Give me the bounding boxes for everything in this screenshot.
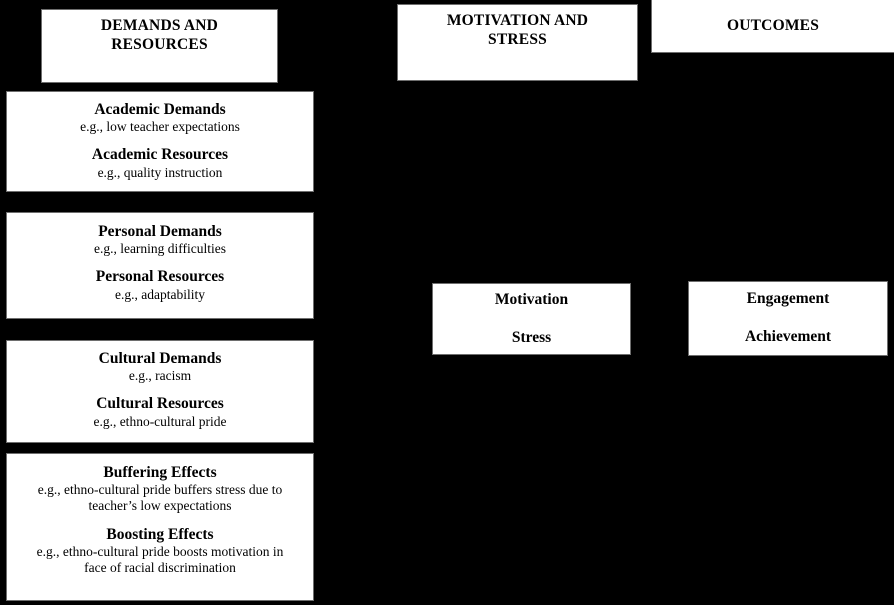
stress-label: Stress (511, 328, 552, 346)
group-academic-resources: Academic Resources e.g., quality instruc… (7, 146, 313, 180)
box-buffering-boosting-effects: Buffering Effects e.g., ethno-cultural p… (6, 453, 314, 601)
column-header-motivation-line-1: MOTIVATION AND (446, 12, 589, 29)
group-academic-demands: Academic Demands e.g., low teacher expec… (7, 101, 313, 135)
personal-demands-heading: Personal Demands (98, 223, 222, 240)
column-header-demands-and-resources: DEMANDS AND RESOURCES (41, 9, 278, 83)
personal-demands-example: e.g., learning difficulties (93, 241, 227, 257)
boosting-effects-example-line-1: e.g., ethno-cultural pride boosts motiva… (36, 543, 284, 559)
box-cultural-demands-resources: Cultural Demands e.g., racism Cultural R… (6, 340, 314, 443)
buffering-effects-example-line-1: e.g., ethno-cultural pride buffers stres… (37, 482, 283, 498)
cultural-resources-heading: Cultural Resources (96, 395, 224, 413)
group-buffering-effects: Buffering Effects e.g., ethno-cultural p… (7, 464, 313, 515)
column-header-outcomes: OUTCOMES (651, 0, 894, 53)
achievement-label: Achievement (744, 328, 832, 345)
group-cultural-resources: Cultural Resources e.g., ethno-cultural … (7, 395, 313, 429)
motivation-label: Motivation (494, 290, 569, 308)
group-cultural-demands: Cultural Demands e.g., racism (7, 350, 313, 384)
box-academic-demands-resources: Academic Demands e.g., low teacher expec… (6, 91, 314, 192)
column-header-motivation-line-2: STRESS (488, 30, 547, 48)
academic-demands-heading: Academic Demands (94, 101, 226, 118)
buffering-effects-example-line-2: teacher’s low expectations (88, 498, 232, 514)
group-boosting-effects: Boosting Effects e.g., ethno-cultural pr… (7, 526, 313, 577)
box-personal-demands-resources: Personal Demands e.g., learning difficul… (6, 212, 314, 319)
group-personal-resources: Personal Resources e.g., adaptability (7, 268, 313, 302)
buffering-effects-heading: Buffering Effects (103, 464, 217, 481)
box-motivation-stress: Motivation Stress (432, 283, 631, 355)
academic-resources-example: e.g., quality instruction (97, 164, 223, 180)
boosting-effects-heading: Boosting Effects (106, 525, 214, 543)
column-header-demands-line-1: DEMANDS AND (100, 17, 219, 34)
boosting-effects-example-line-2: face of racial discrimination (84, 560, 236, 576)
engagement-label: Engagement (746, 290, 830, 308)
academic-resources-heading: Academic Resources (91, 146, 229, 164)
personal-resources-heading: Personal Resources (95, 268, 225, 286)
column-header-motivation-and-stress: MOTIVATION AND STRESS (397, 4, 638, 81)
box-engagement-achievement: Engagement Achievement (688, 281, 888, 356)
cultural-resources-example: e.g., ethno-cultural pride (93, 413, 227, 429)
cultural-demands-example: e.g., racism (128, 368, 192, 384)
column-header-demands-line-2: RESOURCES (111, 35, 208, 53)
group-personal-demands: Personal Demands e.g., learning difficul… (7, 223, 313, 257)
academic-demands-example: e.g., low teacher expectations (80, 119, 240, 135)
personal-resources-example: e.g., adaptability (115, 286, 205, 302)
cultural-demands-heading: Cultural Demands (98, 350, 222, 367)
column-header-outcomes-label: OUTCOMES (726, 16, 820, 34)
